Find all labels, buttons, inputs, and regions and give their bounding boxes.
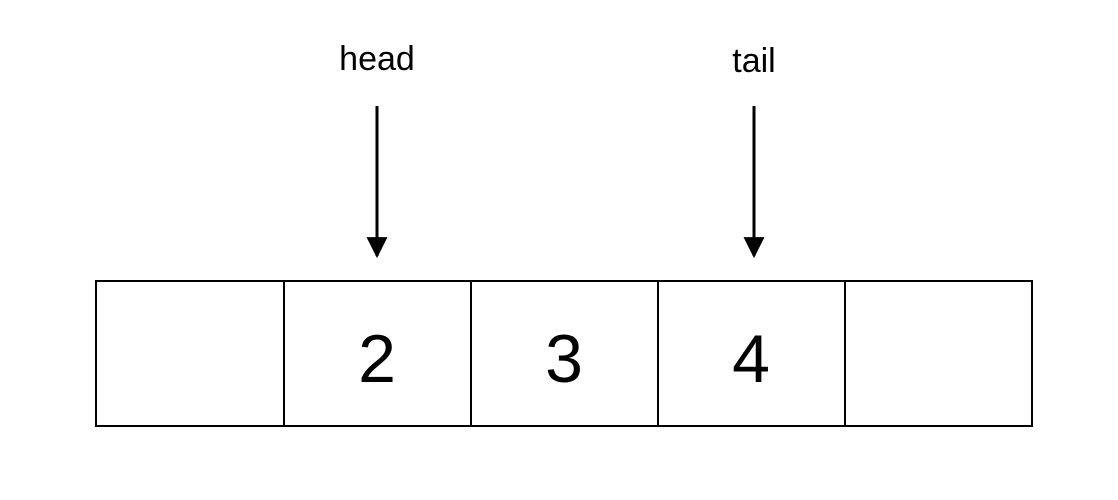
array: 2 3 4 — [95, 280, 1033, 427]
array-cell-box — [95, 280, 285, 427]
array-cell-0 — [95, 280, 285, 427]
array-cell-value: 3 — [545, 321, 583, 397]
array-cell-value: 2 — [358, 321, 396, 397]
array-cell-3: 4 — [657, 280, 846, 427]
tail-pointer-label: tail — [732, 42, 775, 80]
array-cell-1: 2 — [283, 280, 472, 427]
array-cell-box — [657, 280, 846, 427]
head-pointer: head — [339, 40, 415, 259]
tail-pointer: tail — [732, 42, 776, 259]
array-cell-box — [844, 280, 1033, 427]
array-cell-box — [283, 280, 472, 427]
array-cell-4 — [844, 280, 1033, 427]
head-pointer-label: head — [339, 40, 415, 78]
array-cell-2: 3 — [470, 280, 659, 427]
array-cell-value: 4 — [732, 321, 770, 397]
array-cell-box — [470, 280, 659, 427]
